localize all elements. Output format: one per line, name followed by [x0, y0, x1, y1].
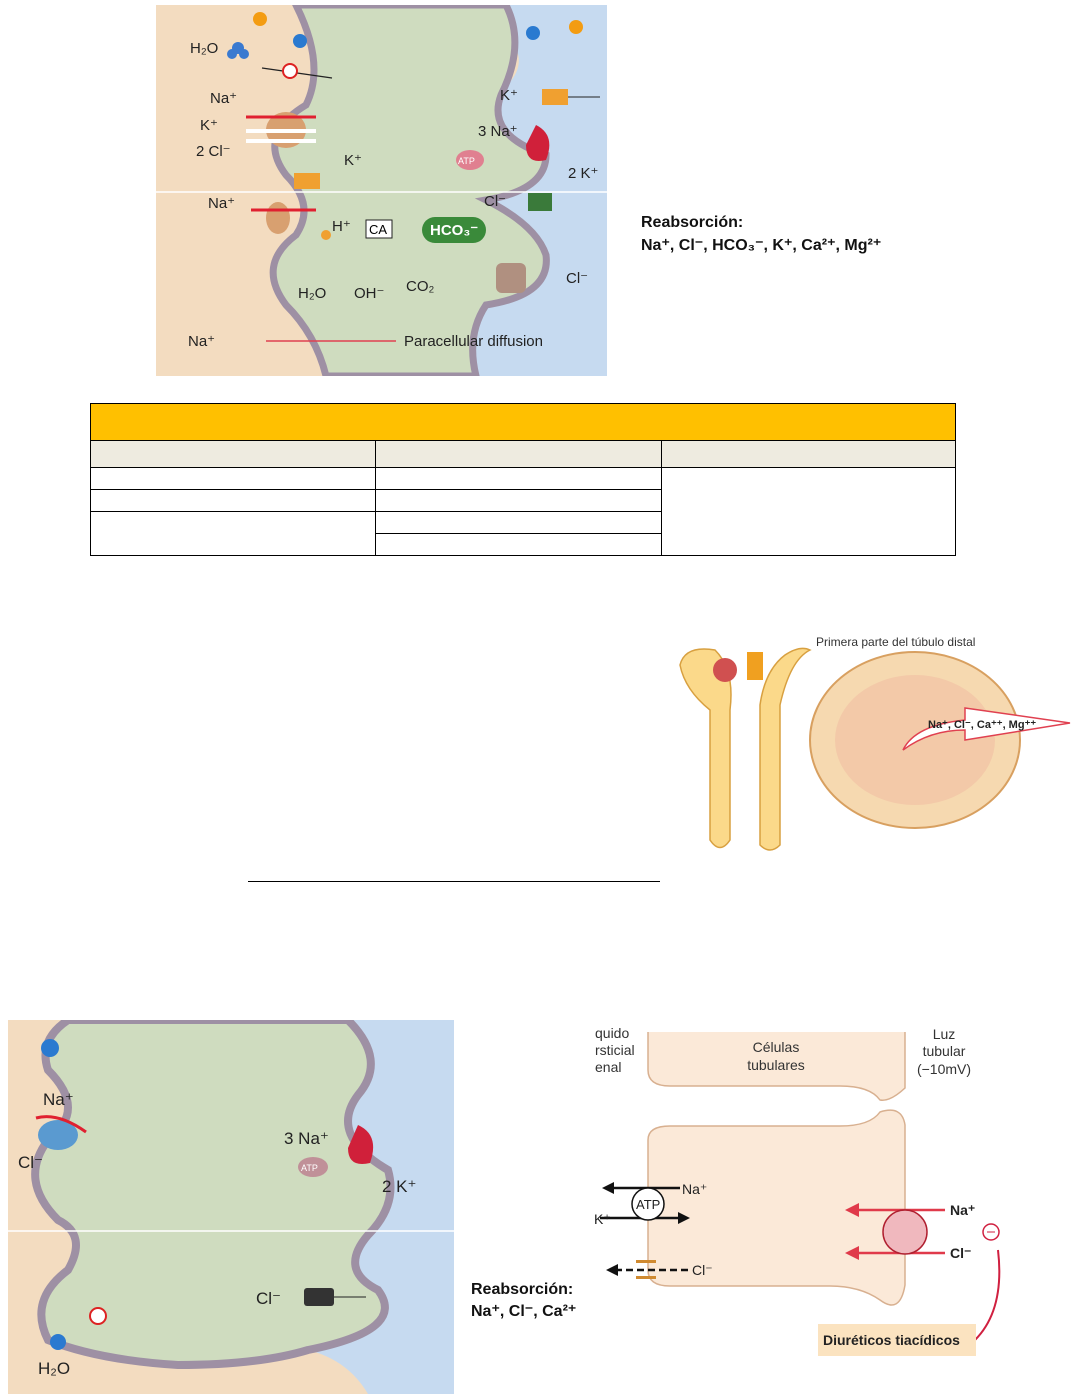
table-header: [90, 403, 956, 441]
label-k: K⁺: [200, 117, 218, 134]
table-cell: [89, 467, 377, 490]
label-cl: Cl⁻: [18, 1153, 43, 1172]
label-oh: OH⁻: [354, 285, 384, 302]
k-channel-right: [542, 89, 568, 105]
label-2cl: 2 Cl⁻: [196, 143, 231, 160]
reabsorption-title: Reabsorción:: [641, 214, 744, 231]
table-cell: [375, 511, 662, 534]
label-k-right: K⁺: [500, 87, 518, 104]
atp-label: ATP: [636, 1197, 660, 1212]
thiazide-label-box: [818, 1324, 976, 1356]
table-cell: [89, 489, 377, 512]
table-subheader: [660, 440, 957, 468]
label-na-low: Na⁺: [208, 195, 235, 212]
reabsorption-ions: Na⁺, Cl⁻, Ca²⁺: [471, 1303, 577, 1320]
thick-ascending-limb-transport-diagram: H₂O Na⁺ K⁺ 2 Cl⁻ K⁺ K⁺ 3 Na⁺ 2 K⁺ Na⁺ H⁺…: [156, 5, 607, 376]
lumen-label: tubular: [923, 1043, 966, 1059]
thiazide-diuretic-diagram: quido rsticial enal Células tubulares Lu…: [594, 1025, 1001, 1356]
ncc-transporter: [38, 1120, 78, 1150]
na-k-atpase: [526, 125, 550, 161]
label-co2: CO₂: [406, 278, 435, 295]
lumen-label: Luz: [933, 1026, 956, 1042]
label-na-para: Na⁺: [188, 333, 215, 350]
label-h2o: H₂O: [190, 40, 218, 57]
table-cell: [89, 511, 377, 556]
table-cell-merged: [660, 467, 957, 556]
interstitial-label: rsticial: [595, 1042, 635, 1058]
figure-ions: Na⁺, Cl⁻, Ca⁺⁺, Mg⁺⁺: [928, 719, 1036, 731]
k-left-label: K⁺: [594, 1211, 611, 1227]
ncc-cotransporter: [882, 1209, 928, 1255]
label-h: H⁺: [332, 218, 351, 235]
summary-table: [89, 403, 957, 556]
label-cl-low: Cl⁻: [566, 270, 588, 287]
reabsorption-bottom: Reabsorción: Na⁺, Cl⁻, Ca²⁺: [471, 1279, 576, 1323]
cl-channel: [304, 1288, 334, 1306]
bicarbonate-label: HCO₃⁻: [430, 222, 478, 239]
label-2k: 2 K⁺: [382, 1177, 417, 1196]
table-subheader: [89, 440, 377, 468]
label-na: Na⁺: [210, 90, 237, 107]
reabsorption-top: Reabsorción: Na⁺, Cl⁻, HCO₃⁻, K⁺, Ca²⁺, …: [641, 211, 881, 257]
atp-label: ATP: [458, 156, 475, 166]
atp-label: ATP: [301, 1163, 318, 1173]
k-channel: [294, 173, 320, 189]
cells-label: tubulares: [747, 1057, 805, 1073]
label-h2o: H₂O: [38, 1359, 70, 1378]
cl-right-label: Cl⁻: [950, 1245, 971, 1261]
reabsorption-ions: Na⁺, Cl⁻, HCO₃⁻, K⁺, Ca²⁺, Mg²⁺: [641, 237, 882, 254]
na-left-label: Na⁺: [682, 1181, 707, 1197]
label-3na: 3 Na⁺: [284, 1129, 329, 1148]
carbonic-anhydrase-label: CA: [369, 222, 387, 237]
label-na: Na⁺: [43, 1090, 74, 1109]
interstitial-label: quido: [595, 1025, 629, 1041]
divider-line: [248, 881, 660, 882]
cells-label: Células: [753, 1039, 800, 1055]
interstitial-label: enal: [595, 1059, 621, 1075]
thiazide-label: Diuréticos tiacídicos: [823, 1332, 960, 1348]
na-k-atpase-pump: [631, 1187, 665, 1221]
na-k-atpase: [348, 1125, 374, 1164]
label-paracellular: Paracellular diffusion: [404, 333, 543, 350]
table-cell: [375, 533, 662, 556]
lumen-label: (−10mV): [917, 1061, 971, 1077]
label-2k: 2 K⁺: [568, 165, 598, 182]
label-cl-right: Cl⁻: [256, 1289, 281, 1308]
table-cell: [375, 489, 662, 512]
label-cl-right: Cl⁻: [484, 193, 506, 210]
cl-left-label: Cl⁻: [692, 1262, 713, 1278]
label-3na: 3 Na⁺: [478, 123, 518, 140]
distal-tubule-figure: Primera parte del túbulo distal Na⁺, Cl⁻…: [679, 635, 1071, 851]
glomerulus-icon: [713, 658, 737, 682]
water-icon: [50, 1334, 66, 1350]
reabsorption-arrow: [902, 707, 1071, 751]
table-subheader: [375, 440, 662, 468]
label-k2: K⁺: [344, 152, 362, 169]
label-h2o-low: H₂O: [298, 285, 326, 302]
distal-tubule-transport-diagram: Na⁺ Cl⁻ 3 Na⁺ 2 K⁺ Cl⁻ H₂O ATP: [8, 1020, 454, 1394]
na-right-label: Na⁺: [950, 1202, 975, 1218]
reabsorption-title: Reabsorción:: [471, 1281, 574, 1298]
figure-caption: Primera parte del túbulo distal: [816, 635, 975, 649]
table-cell: [375, 467, 662, 490]
